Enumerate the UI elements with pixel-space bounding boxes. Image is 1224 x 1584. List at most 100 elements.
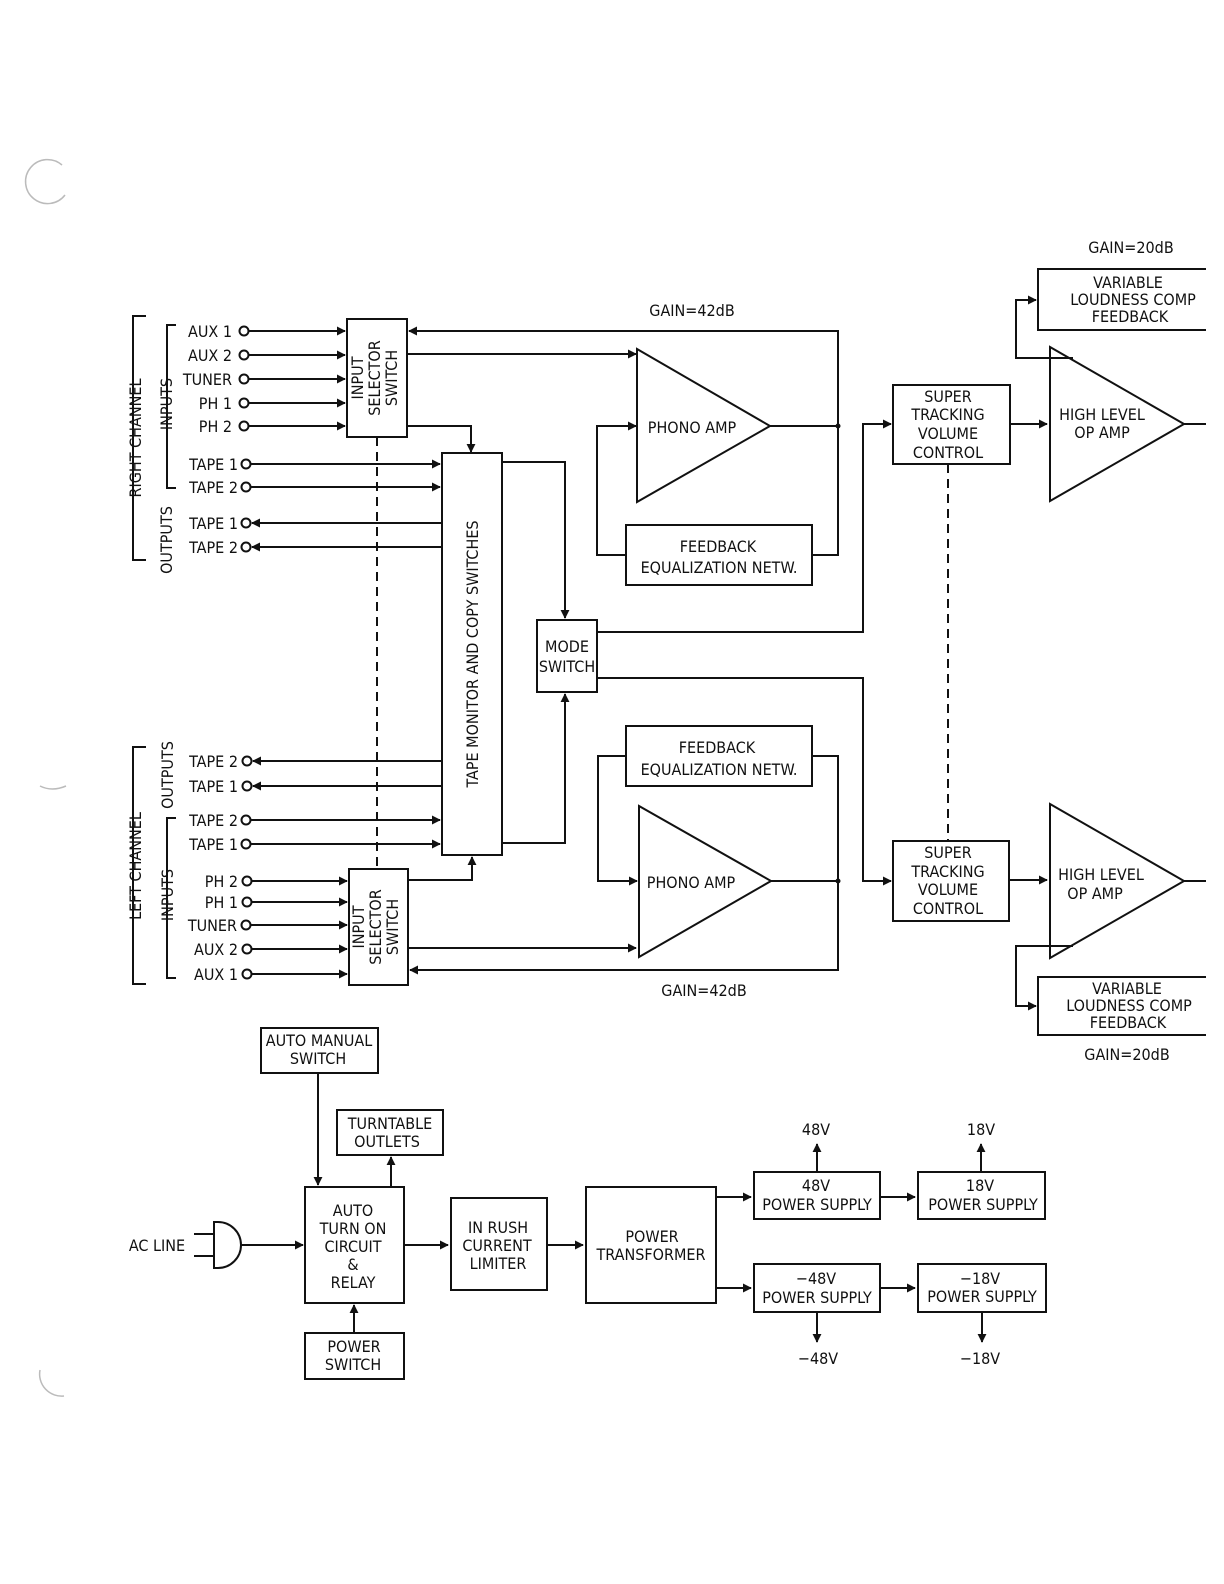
svg-text:LOUDNESS COMP: LOUDNESS COMP [1070, 290, 1196, 309]
right-input-aux1: AUX 1 [188, 322, 232, 341]
jack-icon [240, 838, 252, 850]
svg-text:CIRCUIT: CIRCUIT [324, 1237, 381, 1256]
left-tape-in-2: TAPE 2 [188, 811, 238, 830]
svg-text:LOUDNESS COMP: LOUDNESS COMP [1066, 996, 1192, 1015]
left-input-ph1: PH 1 [205, 893, 238, 912]
right-input-ph1: PH 1 [199, 394, 232, 413]
right-channel-section: RIGHT CHANNEL INPUTS OUTPUTS AUX 1 AUX 2… [126, 238, 1206, 586]
right-tape-out-2: TAPE 2 [188, 538, 238, 557]
svg-text:TAPE MONITOR AND COPY SWITCHES: TAPE MONITOR AND COPY SWITCHES [463, 520, 482, 788]
svg-text:HIGH LEVEL: HIGH LEVEL [1058, 865, 1144, 884]
left-tape-out-2: TAPE 2 [188, 752, 238, 771]
power-section: AC LINE AUTO MANUAL SWITCH TURNTABLE OUT… [129, 1027, 1047, 1380]
right-variable-loudness-comp-feedback [1037, 268, 1206, 331]
right-phono-gain: GAIN=42dB [649, 301, 734, 320]
svg-text:TRANSFORMER: TRANSFORMER [595, 1245, 705, 1264]
left-channel-label: LEFT CHANNEL [126, 812, 145, 920]
left-variable-loudness-comp-feedback [1037, 976, 1206, 1036]
left-input-selector-switch [348, 868, 409, 986]
svg-text:AUTO: AUTO [333, 1201, 374, 1220]
jack-icon [238, 349, 250, 361]
left-tape-out-1: TAPE 1 [188, 777, 238, 796]
svg-text:SWITCH: SWITCH [290, 1049, 346, 1068]
svg-text:VARIABLE: VARIABLE [1092, 979, 1162, 998]
right-tape-in-2: TAPE 2 [188, 478, 238, 497]
center-section: TAPE MONITOR AND COPY SWITCHES MODE SWIT… [376, 419, 949, 886]
right-channel-label: RIGHT CHANNEL [126, 379, 145, 498]
turntable-outlets [336, 1109, 444, 1156]
right-high-level-op-amp [1049, 345, 1187, 503]
jack-icon [240, 919, 252, 931]
svg-text:POWER: POWER [625, 1227, 678, 1246]
left-channel-bracket [132, 746, 146, 985]
jack-icon [238, 420, 250, 432]
jack-icon [241, 755, 253, 767]
ac-line-label: AC LINE [129, 1236, 185, 1255]
svg-text:INPUT: INPUT [349, 905, 368, 948]
left-input-ph2: PH 2 [205, 872, 238, 891]
right-inputs-bracket [166, 324, 176, 489]
right-input-tuner: TUNER [182, 370, 232, 389]
svg-text:TURN ON: TURN ON [319, 1219, 387, 1238]
svg-text:IN RUSH: IN RUSH [468, 1218, 528, 1237]
svg-text:AUTO MANUAL: AUTO MANUAL [266, 1031, 373, 1050]
mode-switch [536, 619, 598, 693]
right-tape-out-1: TAPE 1 [188, 514, 238, 533]
right-outputs-label: OUTPUTS [157, 506, 176, 574]
svg-text:OP AMP: OP AMP [1067, 884, 1123, 903]
svg-text:FEEDBACK: FEEDBACK [680, 537, 757, 556]
right-input-selector-switch [346, 318, 408, 438]
svg-text:FEEDBACK: FEEDBACK [679, 738, 756, 757]
punch-hole-top [24, 158, 66, 205]
out-48v: 48V [802, 1120, 830, 1139]
jack-icon [241, 968, 253, 980]
svg-text:TRACKING: TRACKING [910, 862, 984, 881]
svg-text:SUPER: SUPER [924, 843, 971, 862]
jack-icon [240, 481, 252, 493]
left-phono-gain: GAIN=42dB [661, 981, 746, 1000]
svg-text:&: & [347, 1255, 358, 1274]
svg-text:VOLUME: VOLUME [918, 424, 978, 443]
left-super-tracking-volume-control [892, 840, 1010, 922]
svg-text:18V: 18V [966, 1176, 994, 1195]
power-transformer [585, 1186, 717, 1304]
left-feedback-eq-network [625, 725, 813, 787]
svg-text:POWER: POWER [327, 1337, 380, 1356]
jack-icon [240, 517, 252, 529]
out-18v: 18V [967, 1120, 995, 1139]
svg-text:SELECTOR: SELECTOR [365, 340, 384, 416]
svg-text:EQUALIZATION NETW.: EQUALIZATION NETW. [641, 558, 798, 577]
right-super-tracking-volume-control [892, 384, 1011, 465]
svg-text:TRACKING: TRACKING [910, 405, 984, 424]
svg-text:SELECTOR: SELECTOR [366, 889, 385, 965]
svg-text:POWER SUPPLY: POWER SUPPLY [928, 1195, 1038, 1214]
right-input-aux2: AUX 2 [188, 346, 232, 365]
left-inputs-bracket [166, 817, 176, 979]
jack-icon [241, 943, 253, 955]
right-tape-in-1: TAPE 1 [188, 455, 238, 474]
right-high-gain: GAIN=20dB [1088, 238, 1173, 257]
left-tape-in-1: TAPE 1 [188, 835, 238, 854]
svg-text:SWITCH: SWITCH [383, 899, 402, 955]
svg-text:OUTLETS: OUTLETS [354, 1132, 420, 1151]
svg-text:CURRENT: CURRENT [462, 1236, 531, 1255]
svg-text:SWITCH: SWITCH [325, 1355, 381, 1374]
right-channel-bracket [132, 315, 146, 561]
svg-text:POWER SUPPLY: POWER SUPPLY [927, 1287, 1037, 1306]
out-neg-48v: −48V [798, 1349, 838, 1368]
svg-text:MODE: MODE [545, 637, 589, 656]
left-input-aux1: AUX 1 [194, 965, 238, 984]
tape-monitor-copy-switches [441, 452, 503, 856]
svg-text:CONTROL: CONTROL [913, 443, 983, 462]
svg-text:INPUT: INPUT [348, 356, 367, 399]
jack-icon [238, 397, 250, 409]
svg-text:EQUALIZATION NETW.: EQUALIZATION NETW. [641, 760, 798, 779]
left-outputs-label: OUTPUTS [158, 741, 177, 809]
svg-text:−18V: −18V [960, 1269, 1000, 1288]
svg-text:−48V: −48V [796, 1269, 836, 1288]
left-high-gain: GAIN=20dB [1084, 1045, 1169, 1064]
svg-text:PHONO AMP: PHONO AMP [648, 418, 737, 437]
left-input-tuner: TUNER [187, 916, 237, 935]
jack-icon [240, 458, 252, 470]
svg-text:POWER SUPPLY: POWER SUPPLY [762, 1288, 872, 1307]
